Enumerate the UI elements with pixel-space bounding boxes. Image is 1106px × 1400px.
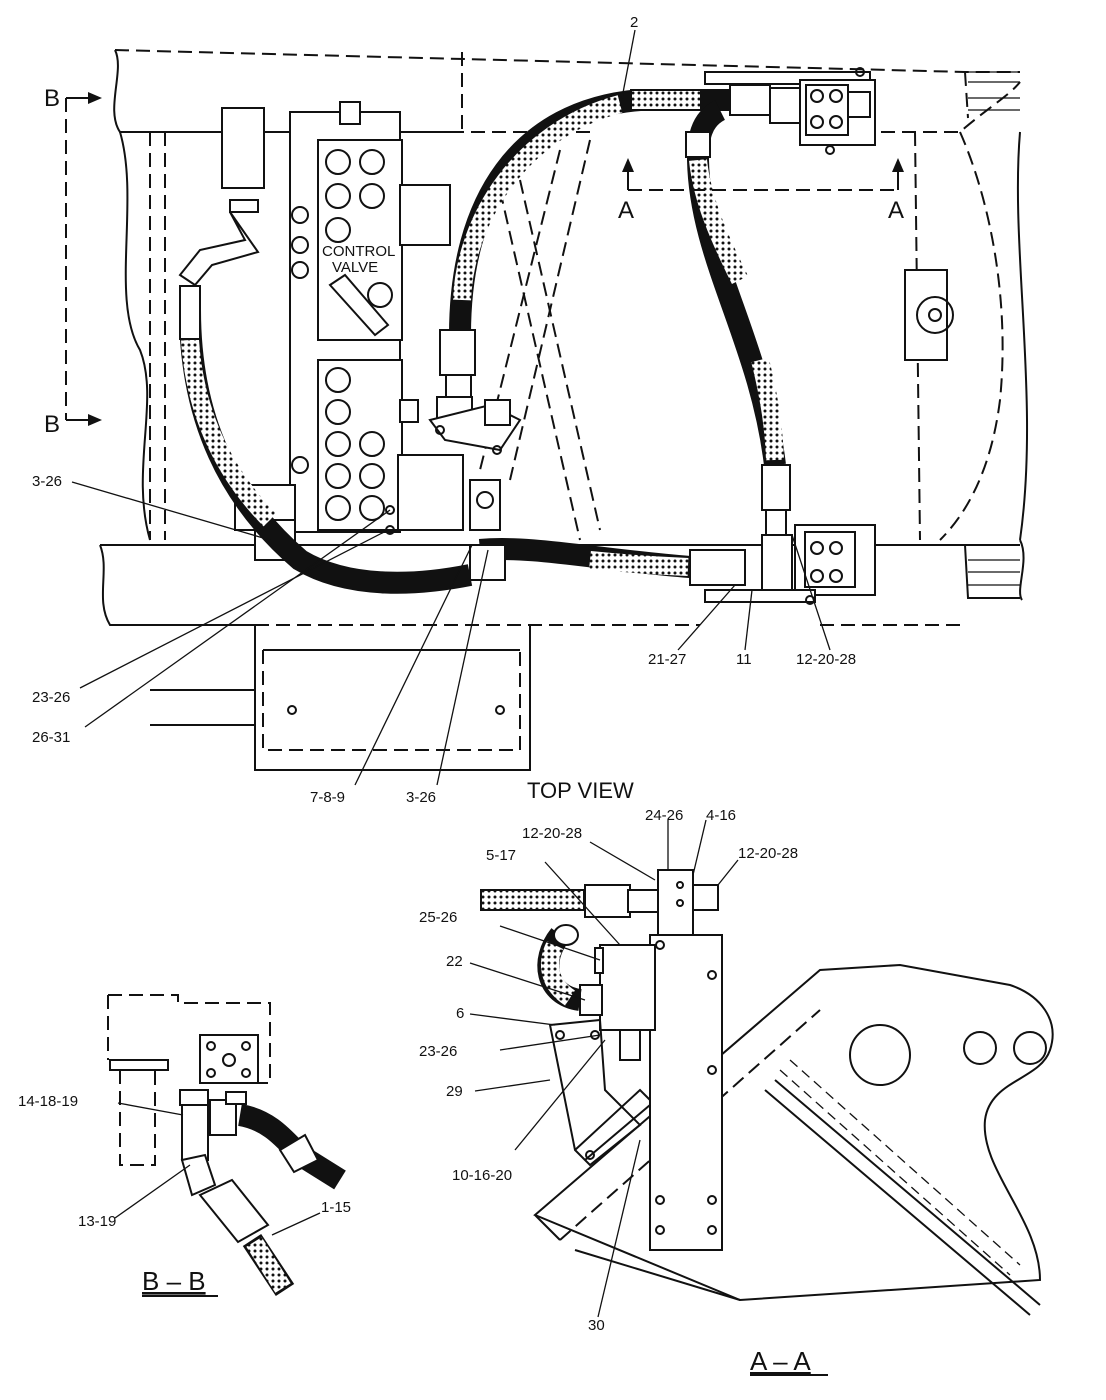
top-view-title: TOP VIEW xyxy=(527,778,634,803)
callout-12-20-28-top: 12-20-28 xyxy=(796,651,856,668)
callout-13-19: 13-19 xyxy=(78,1213,116,1230)
callout-5-17: 5-17 xyxy=(486,847,516,864)
section-a-a-drawing: 24-26 4-16 12-20-28 12-20-28 5-17 25-26 … xyxy=(419,807,1054,1376)
callout-1-15: 1-15 xyxy=(321,1199,351,1216)
callout-14-18-19: 14-18-19 xyxy=(18,1093,78,1110)
control-valve-label-line2: VALVE xyxy=(332,259,378,276)
callout-21-27: 21-27 xyxy=(648,651,686,668)
section-marker-b-bottom: B xyxy=(44,411,60,438)
section-marker-b-top: B xyxy=(44,85,60,112)
callout-3-26-lower: 3-26 xyxy=(406,789,436,806)
top-view-drawing: CONTROL VALVE xyxy=(32,14,1028,806)
callout-23-26-a: 23-26 xyxy=(419,1043,457,1060)
callout-10-16-20: 10-16-20 xyxy=(452,1167,512,1184)
callout-7-8-9: 7-8-9 xyxy=(310,789,345,806)
callout-25-26: 25-26 xyxy=(419,909,457,926)
section-b-b-title: B – B xyxy=(142,1266,206,1296)
section-a-a-title: A – A xyxy=(750,1346,811,1376)
callout-2: 2 xyxy=(630,14,638,31)
callout-30: 30 xyxy=(588,1317,605,1334)
callout-6: 6 xyxy=(456,1005,464,1022)
section-marker-a-left: A xyxy=(618,197,634,224)
section-b-b-drawing: 14-18-19 13-19 1-15 B – B xyxy=(18,994,351,1297)
callout-4-16: 4-16 xyxy=(706,807,736,824)
callout-23-26-top: 23-26 xyxy=(32,689,70,706)
callout-24-26: 24-26 xyxy=(645,807,683,824)
section-marker-a-right: A xyxy=(888,197,904,224)
callout-12-20-28-a-left: 12-20-28 xyxy=(522,825,582,842)
callout-3-26-upper: 3-26 xyxy=(32,473,62,490)
callout-26-31: 26-31 xyxy=(32,729,70,746)
callout-11: 11 xyxy=(736,651,752,668)
callout-12-20-28-a-right: 12-20-28 xyxy=(738,845,798,862)
control-valve-label-line1: CONTROL xyxy=(322,243,395,260)
callout-29: 29 xyxy=(446,1083,463,1100)
callout-22: 22 xyxy=(446,953,463,970)
